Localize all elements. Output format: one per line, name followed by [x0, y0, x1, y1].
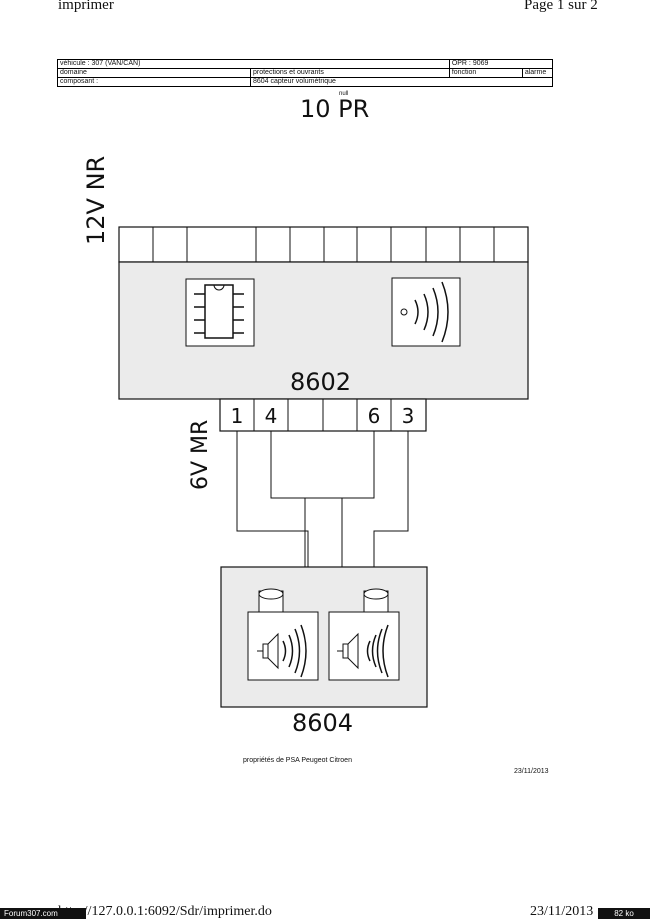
top-connector-dividers — [152, 227, 495, 262]
wires — [236, 431, 409, 597]
print-header-title: imprimer — [58, 0, 114, 13]
wire-pin-1 — [236, 431, 309, 597]
component-value-cell: 8604 capteur volumétrique — [250, 77, 553, 87]
module-code-label: 8602 — [290, 368, 351, 396]
connector-label: 6V MR — [188, 420, 213, 490]
null-label: null — [339, 91, 349, 97]
pin-label: 1 — [231, 404, 244, 428]
filesize-watermark: 82 ko — [598, 908, 650, 919]
print-url: http://127.0.0.1:6092/Sdr/imprimer.do — [58, 904, 272, 919]
sensor-8604: 8604 — [220, 566, 428, 737]
page-counter: Page 1 sur 2 — [524, 0, 598, 13]
wire-pin-3 — [373, 431, 409, 597]
pin-label: 6 — [368, 404, 381, 428]
ultrasound-wave-icon — [391, 277, 461, 347]
speaker-receiver-icon — [328, 611, 400, 681]
info-table: véhicule : 307 (VAN/CAN) OPR : 9069 doma… — [57, 59, 554, 87]
diagram-title: 10 PR — [300, 95, 369, 123]
forum-watermark: Forum307.com — [0, 908, 86, 919]
print-date: 23/11/2013 — [530, 904, 594, 919]
module-8602: 8602 — [118, 226, 529, 400]
chip-icon — [185, 278, 255, 347]
supply-label: 12V NR — [82, 156, 110, 245]
pin-label: 4 — [265, 404, 278, 428]
sensor-code-label: 8604 — [292, 709, 353, 737]
wire-pin-6 — [304, 431, 375, 597]
pin-connector: 1 4 6 3 — [219, 398, 427, 432]
transducer-left — [258, 588, 284, 613]
pin-label: 3 — [402, 404, 415, 428]
transducer-right — [363, 588, 389, 613]
document-date: 23/11/2013 — [514, 768, 549, 775]
speaker-emitter-icon — [247, 611, 319, 681]
owner-note: propriétés de PSA Peugeot Citroen — [243, 757, 352, 764]
info-row-component: composant : 8604 capteur volumétrique — [57, 77, 553, 87]
